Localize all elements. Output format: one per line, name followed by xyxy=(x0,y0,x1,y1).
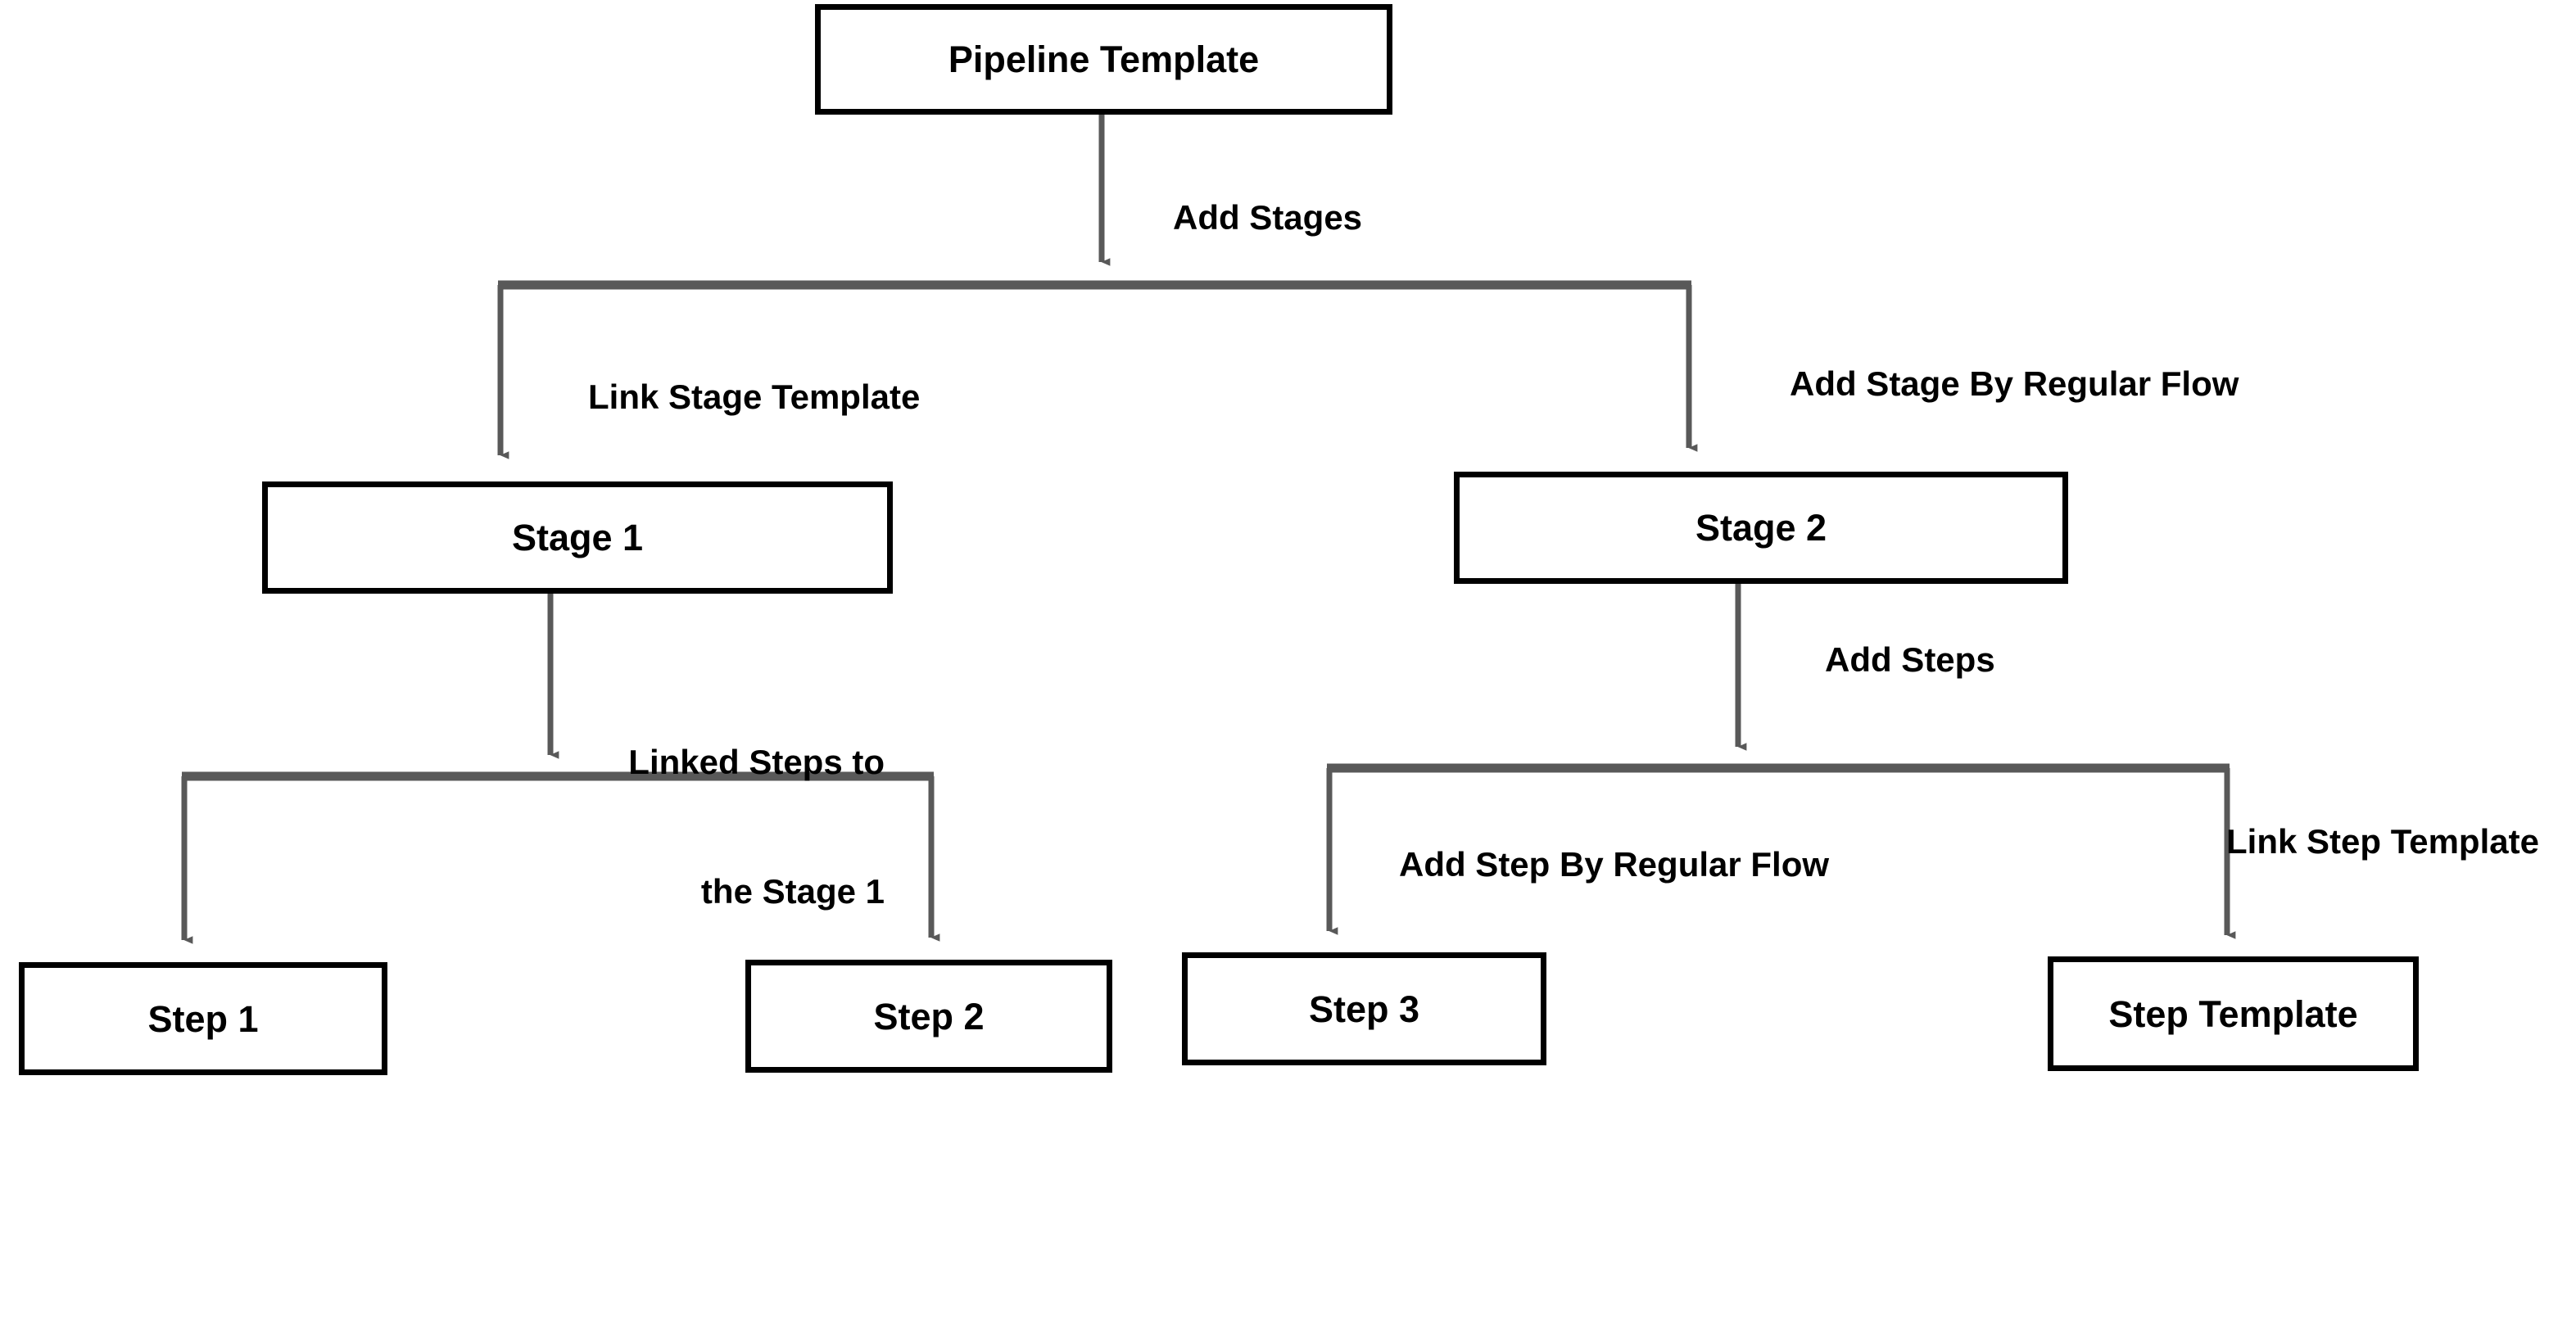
edge-label-linked-steps-line-1: Linked Steps to xyxy=(628,743,885,781)
node-step-2-label: Step 2 xyxy=(873,995,985,1037)
edge-label-add-steps: Add Steps xyxy=(1825,640,1995,679)
edge-stage2-to-steps xyxy=(1326,584,2236,939)
node-pipeline-template[interactable]: Pipeline Template xyxy=(815,4,1392,115)
node-step-1[interactable]: Step 1 xyxy=(19,962,387,1075)
node-stage-2-label: Stage 2 xyxy=(1695,507,1827,549)
node-step-3-label: Step 3 xyxy=(1308,988,1420,1030)
node-stage-2[interactable]: Stage 2 xyxy=(1454,472,2068,584)
edge-stage1-to-steps xyxy=(181,594,940,944)
edge-label-link-stage-template: Link Stage Template xyxy=(588,377,921,416)
node-stage-1-label: Stage 1 xyxy=(511,517,644,558)
node-step-2[interactable]: Step 2 xyxy=(745,960,1112,1073)
edge-label-add-stages: Add Stages xyxy=(1173,198,1363,237)
node-stage-1[interactable]: Stage 1 xyxy=(262,481,893,594)
edge-pipeline-to-stages xyxy=(497,115,1698,459)
edge-label-linked-steps-to-the-stage-1: Linked Steps to the Stage 1 xyxy=(549,655,885,999)
node-pipeline-template-label: Pipeline Template xyxy=(948,38,1260,80)
node-step-template[interactable]: Step Template xyxy=(2048,956,2419,1071)
node-step-3[interactable]: Step 3 xyxy=(1182,952,1546,1065)
node-step-1-label: Step 1 xyxy=(147,997,259,1040)
edge-label-add-stage-by-regular-flow: Add Stage By Regular Flow xyxy=(1790,364,2239,403)
edge-label-linked-steps-line-2: the Stage 1 xyxy=(700,871,885,911)
edge-label-link-step-template: Link Step Template xyxy=(2226,822,2539,861)
edge-label-add-step-by-regular-flow: Add Step By Regular Flow xyxy=(1399,845,1830,884)
node-step-template-label: Step Template xyxy=(2108,992,2358,1035)
